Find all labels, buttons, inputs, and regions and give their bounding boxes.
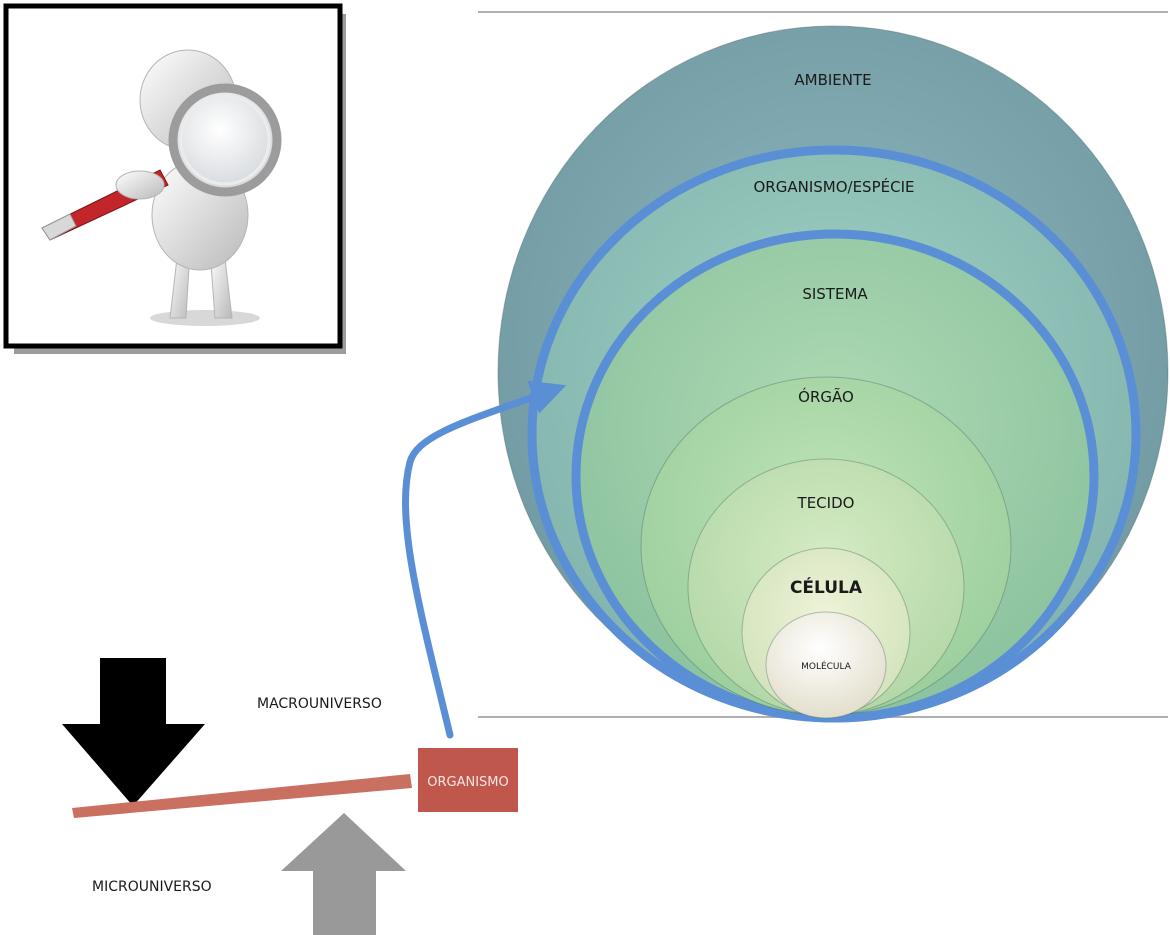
level-celula-label: CÉLULA [790, 576, 863, 598]
level-molecula-circle [765, 611, 887, 719]
connector-arrow [402, 380, 567, 739]
level-ambiente-label: AMBIENTE [794, 71, 871, 89]
balance-beam [72, 774, 412, 818]
level-orgao-label: ÓRGÃO [798, 387, 854, 406]
level-organismo-especie-label: ORGANISMO/ESPÉCIE [754, 177, 915, 196]
level-tecido-label: TECIDO [797, 494, 855, 512]
concentric-levels: AMBIENTE ORGANISMO/ESPÉCIE SISTEMA ÓRGÃO TEC… [497, 25, 1169, 723]
down-arrow-icon [62, 658, 205, 806]
organism-label: ORGANISMO [427, 775, 509, 790]
magnifier-figure-illustration [3, 3, 346, 354]
microuniverso-label: MICROUNIVERSO [92, 879, 212, 895]
level-sistema-label: SISTEMA [802, 285, 868, 303]
organism-box [418, 748, 518, 812]
up-arrow-icon [281, 813, 406, 935]
scale-diagram: ORGANISMO MACROUNIVERSO MICROUNIVERSO [62, 658, 518, 935]
level-molecula-label: MOLÉCULA [801, 660, 852, 672]
macrouniverso-label: MACROUNIVERSO [257, 696, 382, 712]
